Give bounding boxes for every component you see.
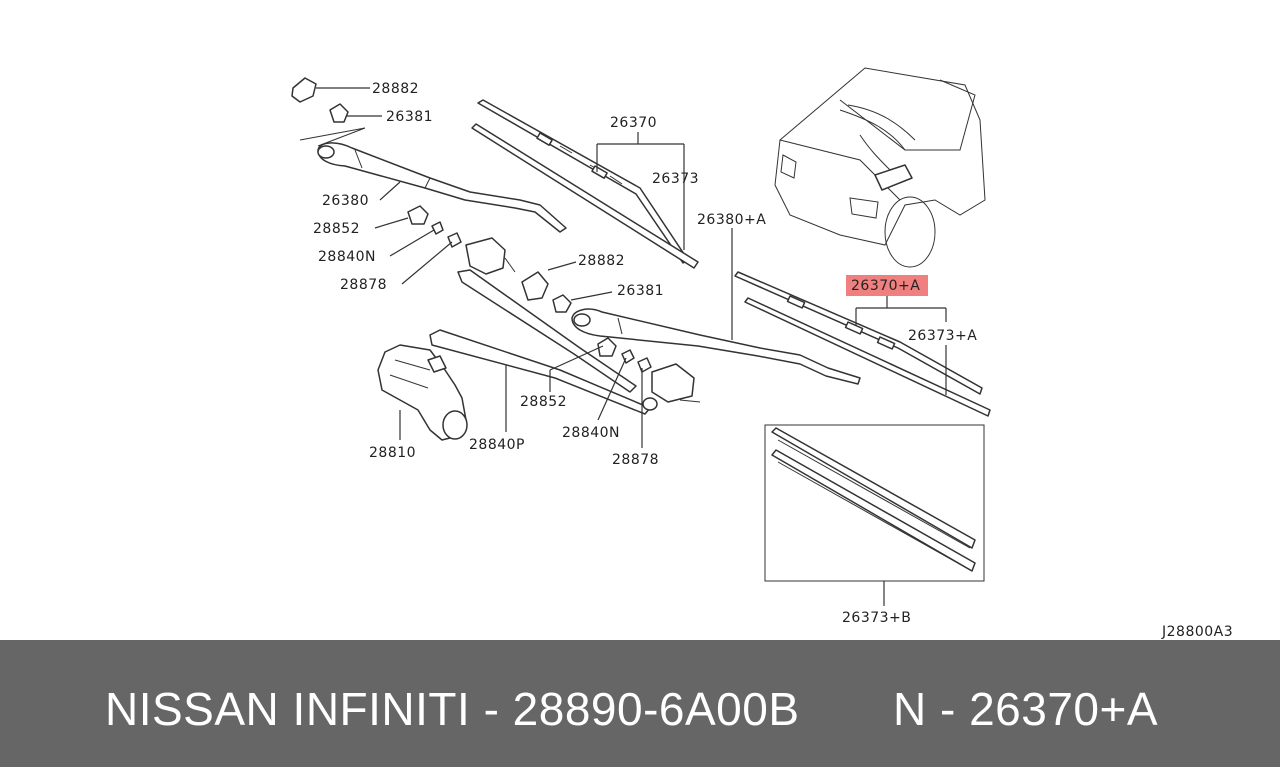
label-28840n-top: 28840N xyxy=(318,249,376,265)
label-28852-top: 28852 xyxy=(313,221,360,237)
nut-26381-top xyxy=(329,103,349,123)
label-26380: 26380 xyxy=(322,193,369,209)
pivot-lower xyxy=(651,363,695,403)
cap-28882-mid xyxy=(521,271,549,301)
label-28840p: 28840P xyxy=(469,437,525,453)
label-26370: 26370 xyxy=(610,115,657,131)
label-26373-b: 26373+B xyxy=(842,610,911,626)
label-26380-a: 26380+A xyxy=(697,212,766,228)
label-26373: 26373 xyxy=(652,171,699,187)
refill-inset-box xyxy=(764,424,985,582)
label-28810: 28810 xyxy=(369,445,416,461)
label-28878-top: 28878 xyxy=(340,277,387,293)
wiper-blade-26370 xyxy=(471,99,699,269)
nut-26381-mid xyxy=(552,294,572,313)
pivot-upper xyxy=(465,237,506,275)
highlight-26370-a xyxy=(846,275,928,296)
wiper-blade-26370-a xyxy=(734,271,991,417)
car-front-illustration xyxy=(774,67,986,268)
cap-28882-top xyxy=(291,77,317,103)
leader-lines xyxy=(316,87,947,606)
washer-28878-top xyxy=(447,232,462,248)
washer-28840n-mid xyxy=(621,349,635,364)
label-26381-top: 26381 xyxy=(386,109,433,125)
caption-part-number: NISSAN INFINITI - 28890-6A00B xyxy=(105,683,800,735)
arm-26380 xyxy=(317,142,567,233)
wiper-arm-26380-a xyxy=(571,308,861,385)
caption-reference: N - 26370+A xyxy=(893,683,1159,735)
label-26373-a: 26373+A xyxy=(908,328,977,344)
label-26370-a: 26370+A xyxy=(851,278,920,294)
label-28878-mid: 28878 xyxy=(612,452,659,468)
washer-28878-mid xyxy=(637,357,652,373)
top-left-wiper-arm xyxy=(291,77,567,248)
label-26381-mid: 26381 xyxy=(617,283,664,299)
caption-bar: NISSAN INFINITI - 28890-6A00B N - 26370+… xyxy=(0,640,1280,767)
bushing-28852-top xyxy=(407,205,429,225)
label-28840n-mid: 28840N xyxy=(562,425,620,441)
washer-28840n-top xyxy=(431,221,444,235)
label-28882-mid: 28882 xyxy=(578,253,625,269)
label-28852-mid: 28852 xyxy=(520,394,567,410)
wiper-parts-diagram: 28882 26381 26380 28852 28840N 28878 263… xyxy=(291,67,1233,640)
label-28882-top: 28882 xyxy=(372,81,419,97)
wiper-linkage xyxy=(377,237,701,441)
bushing-28852-mid xyxy=(597,337,617,357)
diagram-code: J28800A3 xyxy=(1161,624,1233,640)
part-labels: 28882 26381 26380 28852 28840N 28878 263… xyxy=(313,81,1233,640)
